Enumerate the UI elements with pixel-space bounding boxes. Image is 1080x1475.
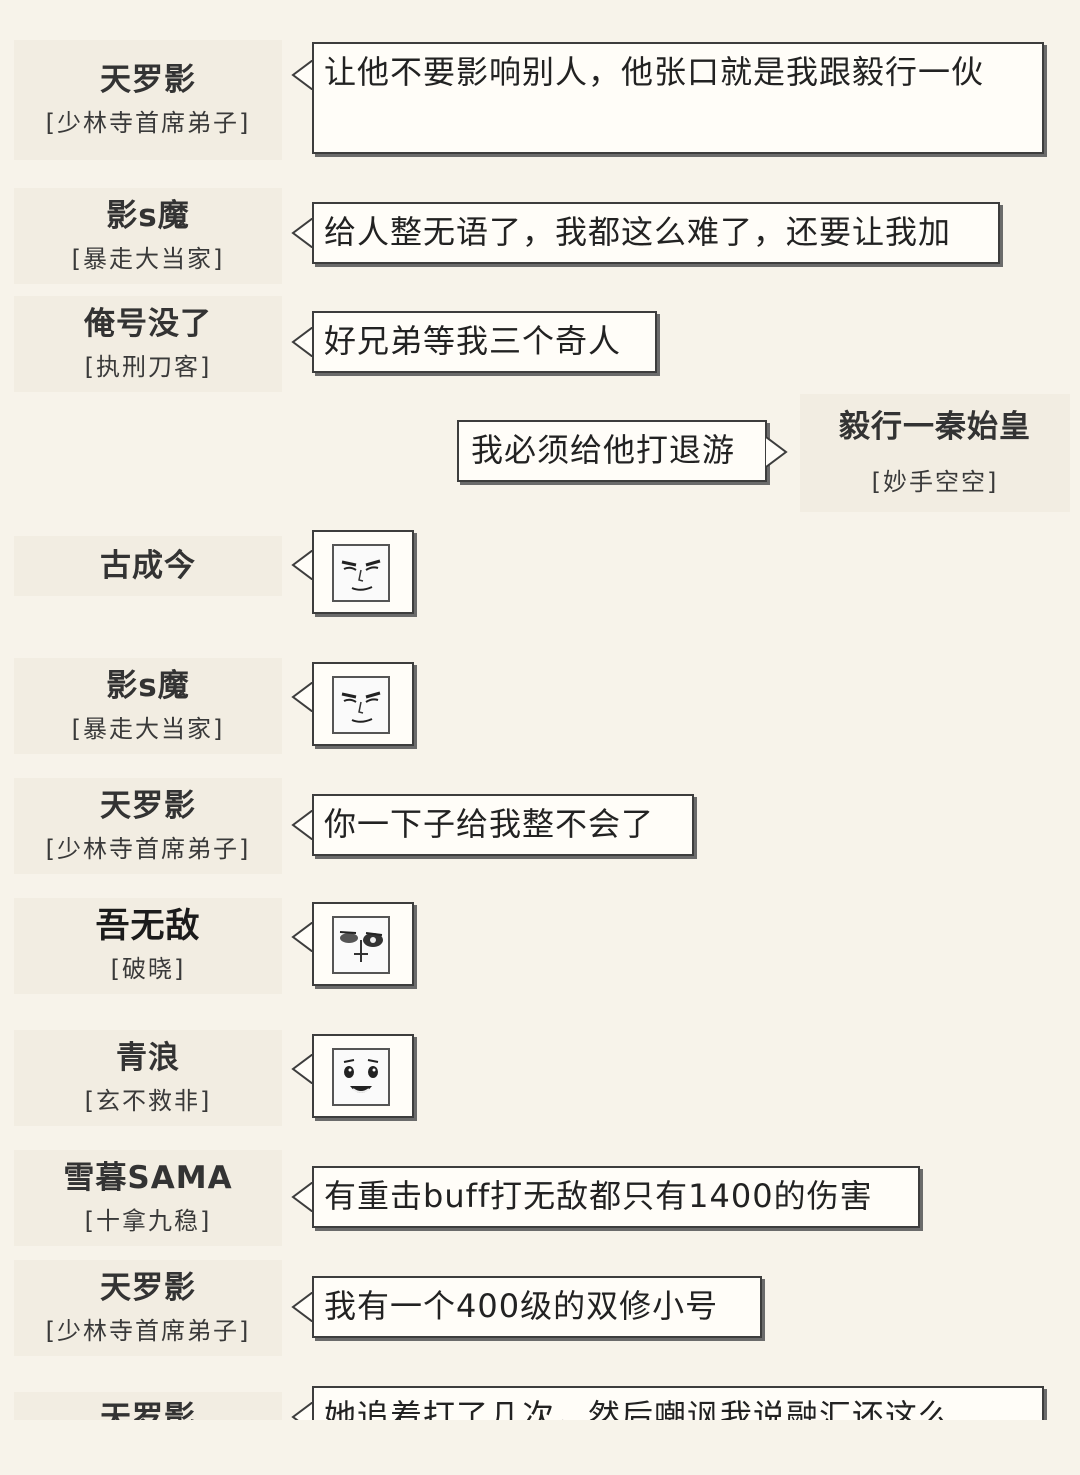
bubble-tail (291, 1292, 313, 1322)
sticker-bubble[interactable] (312, 662, 414, 746)
message-bubble[interactable]: 我有一个400级的双修小号 (312, 1276, 762, 1338)
smug-face-icon (332, 676, 390, 734)
sender-panel: 青浪 [玄不救非] (14, 1030, 282, 1126)
bottom-margin (0, 1420, 1080, 1475)
sender-name[interactable]: 天罗影 (100, 1270, 196, 1306)
message-bubble[interactable]: 她追着打了几次，然后嘲讽我说融汇还这么 (312, 1386, 1044, 1420)
sender-name[interactable]: 青浪 (116, 1040, 180, 1076)
sticker-bubble[interactable] (312, 902, 414, 986)
sticker-bubble[interactable] (312, 1034, 414, 1118)
sender-title: [少林寺首席弟子] (45, 1317, 251, 1345)
sender-panel: 天罗影 (14, 1392, 282, 1420)
sender-panel: 天罗影 [少林寺首席弟子] (14, 40, 282, 160)
sender-title: [少林寺首席弟子] (45, 835, 251, 863)
smug-face-icon (332, 544, 390, 602)
bubble-tail (291, 1054, 313, 1084)
sender-panel: 天罗影 [少林寺首席弟子] (14, 778, 282, 874)
sender-panel: 天罗影 [少林寺首席弟子] (14, 1260, 282, 1356)
sender-title: [暴走大当家] (71, 245, 225, 273)
sender-title: [暴走大当家] (71, 715, 225, 743)
bruised-face-icon (332, 916, 390, 974)
message-text: 我有一个400级的双修小号 (324, 1287, 719, 1325)
sender-name[interactable]: 天罗影 (100, 62, 196, 98)
sender-name[interactable]: 影s魔 (106, 668, 190, 704)
message-bubble[interactable]: 我必须给他打退游 (457, 420, 767, 482)
message-text: 好兄弟等我三个奇人 (324, 322, 622, 360)
sender-title: [少林寺首席弟子] (45, 109, 251, 137)
message-text: 你一下子给我整不会了 (324, 805, 655, 843)
message-bubble[interactable]: 有重击buff打无敌都只有1400的伤害 (312, 1166, 920, 1228)
bubble-tail (291, 922, 313, 952)
sender-panel: 吾无敌 [破晓] (14, 898, 282, 994)
message-text: 给人整无语了，我都这么难了，还要让我加 (324, 213, 952, 251)
bubble-tail (291, 682, 313, 712)
sender-name[interactable]: 天罗影 (100, 788, 196, 824)
sender-panel: 影s魔 [暴走大当家] (14, 658, 282, 754)
message-bubble[interactable]: 好兄弟等我三个奇人 (312, 311, 657, 373)
sender-name[interactable]: 俺号没了 (84, 306, 212, 342)
sender-title: [玄不救非] (84, 1087, 212, 1115)
chat-log: 天罗影 [少林寺首席弟子] 让他不要影响别人，他张口就是我跟毅行一伙 影s魔 [… (14, 40, 1070, 1420)
message-text: 让他不要影响别人，他张口就是我跟毅行一伙 (324, 53, 985, 91)
sender-title: [十拿九稳] (84, 1207, 212, 1235)
sender-panel: 雪暮SAMA [十拿九稳] (14, 1150, 282, 1246)
message-bubble[interactable]: 让他不要影响别人，他张口就是我跟毅行一伙 (312, 42, 1044, 154)
message-bubble[interactable]: 给人整无语了，我都这么难了，还要让我加 (312, 202, 1000, 264)
bubble-tail (291, 60, 313, 90)
message-bubble[interactable]: 你一下子给我整不会了 (312, 794, 694, 856)
laughing-face-icon (332, 1048, 390, 1106)
bubble-tail (291, 218, 313, 248)
bubble-tail (291, 1402, 313, 1420)
sender-name[interactable]: 天罗影 (100, 1400, 196, 1420)
bubble-tail (291, 550, 313, 580)
sender-name[interactable]: 影s魔 (106, 198, 190, 234)
sender-name[interactable]: 雪暮SAMA (63, 1160, 233, 1196)
sender-name[interactable]: 古成今 (100, 548, 196, 584)
sender-panel-self: 毅行一秦始皇 [妙手空空] (800, 394, 1070, 512)
sender-panel: 古成今 (14, 536, 282, 596)
sender-title: [妙手空空] (871, 468, 999, 496)
bubble-tail (291, 1182, 313, 1212)
sender-panel: 俺号没了 [执刑刀客] (14, 296, 282, 392)
sender-name[interactable]: 毅行一秦始皇 (839, 409, 1031, 445)
sender-name[interactable]: 吾无敌 (95, 906, 201, 946)
bubble-tail (291, 810, 313, 840)
message-text: 我必须给他打退游 (471, 431, 736, 469)
sticker-bubble[interactable] (312, 530, 414, 614)
message-text: 她追着打了几次，然后嘲讽我说融汇还这么 (324, 1397, 952, 1420)
message-text: 有重击buff打无敌都只有1400的伤害 (324, 1177, 873, 1215)
sender-title: [破晓] (110, 955, 186, 983)
sender-panel: 影s魔 [暴走大当家] (14, 188, 282, 284)
bubble-tail (291, 327, 313, 357)
bubble-tail (766, 437, 788, 467)
sender-title: [执刑刀客] (84, 353, 212, 381)
